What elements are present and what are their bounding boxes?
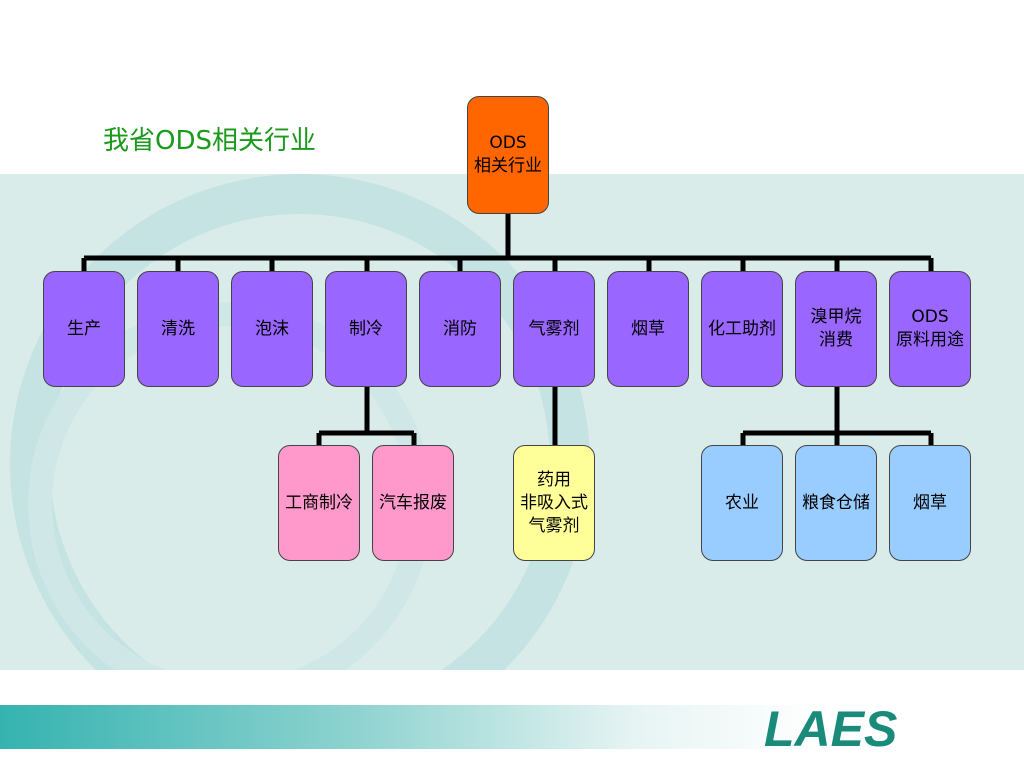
node-refrigeration: 制冷 bbox=[325, 271, 407, 387]
node-chemical-auxiliary: 化工助剂 bbox=[701, 271, 783, 387]
laes-logo: LAES bbox=[764, 701, 897, 755]
node-agriculture: 农业 bbox=[701, 445, 783, 561]
node-commercial-refrigeration: 工商制冷 bbox=[278, 445, 360, 561]
node-foam: 泡沫 bbox=[231, 271, 313, 387]
node-grain-storage: 粮食仓储 bbox=[795, 445, 877, 561]
node-cleaning: 清洗 bbox=[137, 271, 219, 387]
node-aerosol: 气雾剂 bbox=[513, 271, 595, 387]
node-ods-feedstock: ODS 原料用途 bbox=[889, 271, 971, 387]
node-production: 生产 bbox=[43, 271, 125, 387]
node-vehicle-scrapping: 汽车报废 bbox=[372, 445, 454, 561]
node-medical-aerosol: 药用 非吸入式 气雾剂 bbox=[513, 445, 595, 561]
node-tobacco: 烟草 bbox=[607, 271, 689, 387]
logo-text: LAES bbox=[764, 701, 897, 755]
slide-title: 我省ODS相关行业 bbox=[103, 126, 316, 156]
node-fire-protection: 消防 bbox=[419, 271, 501, 387]
footer-bar bbox=[0, 705, 1024, 749]
node-methyl-bromide: 溴甲烷 消费 bbox=[795, 271, 877, 387]
node-ods-industries: ODS 相关行业 bbox=[467, 96, 549, 214]
node-tobacco-fumigation: 烟草 bbox=[889, 445, 971, 561]
